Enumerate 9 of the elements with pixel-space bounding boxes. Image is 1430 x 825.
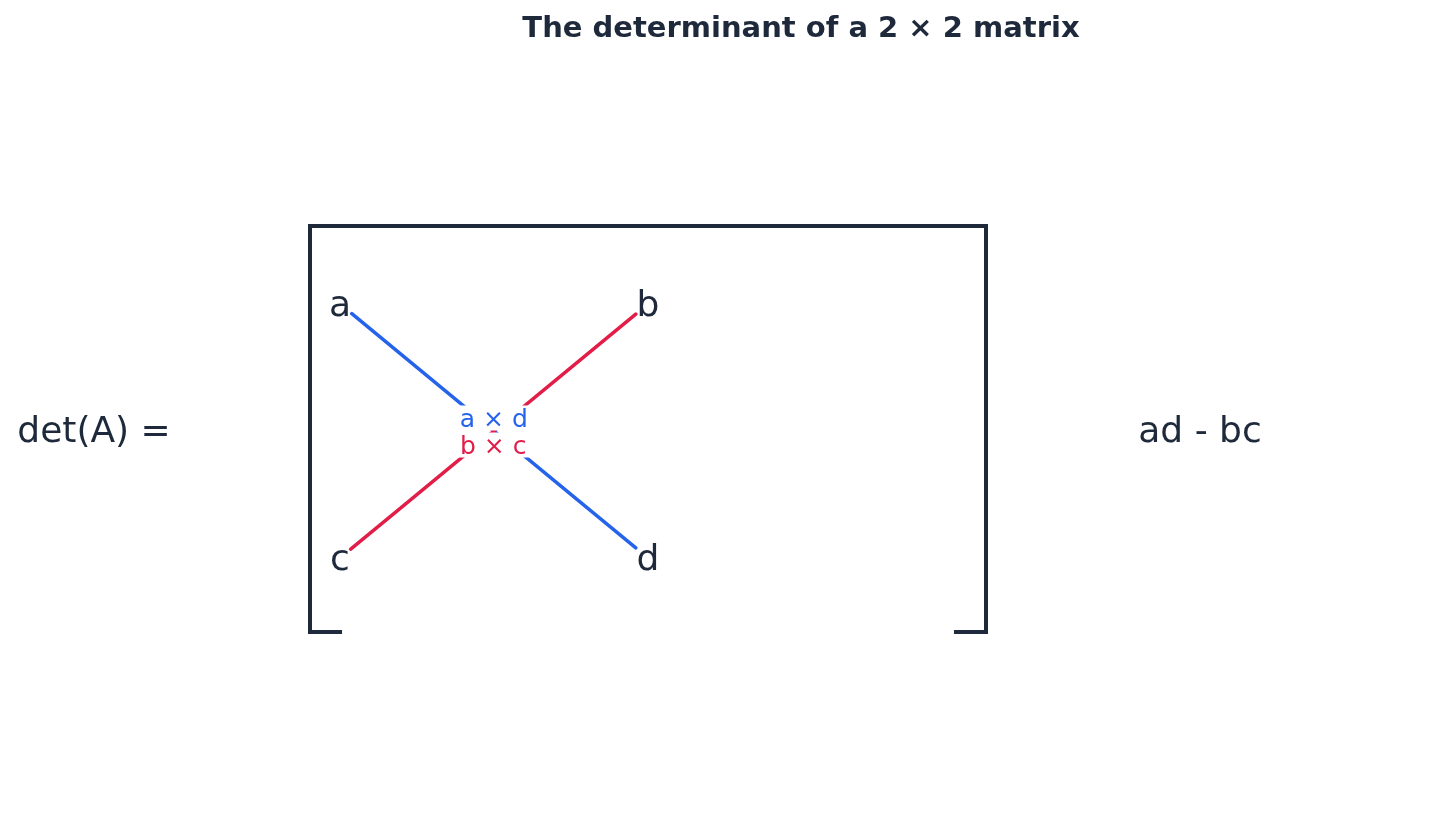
matrix-entry: b [636, 283, 660, 325]
result-formula-text: ad - bc [1138, 409, 1262, 451]
matrix-entry: a [328, 283, 352, 325]
edge-label: a × d [456, 405, 531, 431]
formula-text: det(A) = [17, 409, 171, 451]
matrix-entry: d [636, 537, 660, 579]
matrix-entry: c [330, 537, 350, 579]
edge-label: b × c [457, 432, 530, 458]
diagram-title: The determinant of a 2 × 2 matrix [522, 11, 1080, 45]
